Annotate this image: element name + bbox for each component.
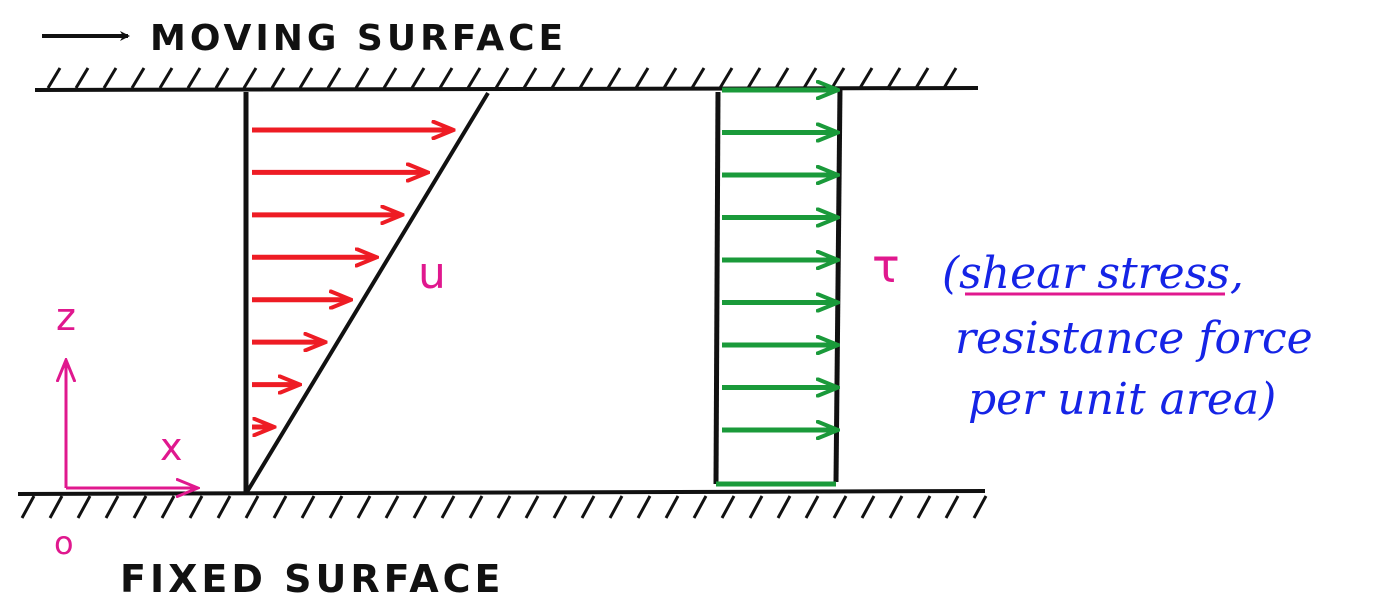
hatch-mark <box>382 67 398 89</box>
hatch-mark <box>944 495 960 519</box>
hatch-mark <box>580 495 596 519</box>
stress-note-line-3: per unit area) <box>968 374 1276 425</box>
hatch-mark <box>942 67 958 89</box>
z-axis-label: z <box>56 295 76 339</box>
hatch-mark <box>578 67 594 89</box>
velocity-profile-line <box>245 91 490 494</box>
hatch-mark <box>802 67 818 89</box>
stress-reference-line <box>713 91 721 485</box>
hatch-mark <box>132 495 148 519</box>
hatch-mark <box>300 495 316 519</box>
hatch-mark <box>270 67 286 89</box>
hatch-mark <box>914 67 930 89</box>
hatch-mark <box>748 495 764 519</box>
hatch-mark <box>244 495 260 519</box>
hatch-mark <box>468 495 484 519</box>
hatch-mark <box>496 495 512 519</box>
stress-profile-line <box>833 87 843 483</box>
hatch-mark <box>662 67 678 89</box>
hatch-mark <box>272 495 288 519</box>
hatch-mark <box>720 495 736 519</box>
hatch-mark <box>216 495 232 519</box>
hatch-mark <box>186 67 202 89</box>
hatch-mark <box>634 67 650 89</box>
hatch-mark <box>440 495 456 519</box>
hatch-mark <box>664 495 680 519</box>
hatch-mark <box>438 67 454 89</box>
hatch-mark <box>860 495 876 519</box>
hatch-mark <box>606 67 622 89</box>
hatch-mark <box>636 495 652 519</box>
hatch-mark <box>104 495 120 519</box>
fixed-surface-label: FIXED SURFACE <box>120 557 504 601</box>
hatch-mark <box>776 495 792 519</box>
hatch-mark <box>130 67 146 89</box>
moving-surface-label: MOVING SURFACE <box>150 18 567 59</box>
moving-surface-wall <box>34 67 979 92</box>
hatch-mark <box>46 67 62 89</box>
hatch-mark <box>384 495 400 519</box>
hatch-mark <box>916 495 932 519</box>
stress-note-line-2: resistance force <box>955 313 1313 364</box>
x-axis-label: x <box>160 425 183 469</box>
hatch-mark <box>830 67 846 89</box>
hatch-mark <box>886 67 902 89</box>
hatch-mark <box>690 67 706 89</box>
hatch-mark <box>74 67 90 89</box>
hatch-mark <box>354 67 370 89</box>
shear-stress-note: (shear stress, resistance force per unit… <box>942 248 1313 425</box>
hatch-mark <box>298 67 314 89</box>
fixed-surface-hatching <box>20 495 988 519</box>
velocity-arrows <box>252 130 452 427</box>
hatch-mark <box>48 495 64 519</box>
velocity-symbol: u <box>418 248 446 299</box>
hatch-mark <box>804 495 820 519</box>
hatch-mark <box>888 495 904 519</box>
shear-stress-profile: τ <box>713 87 900 487</box>
hatch-mark <box>326 67 342 89</box>
moving-surface-indicator: MOVING SURFACE <box>42 18 567 59</box>
hatch-mark <box>412 495 428 519</box>
hatch-mark <box>972 495 988 519</box>
hatch-mark <box>20 495 36 519</box>
hatch-mark <box>832 495 848 519</box>
origin-label: o <box>54 524 74 562</box>
fixed-surface-wall <box>17 489 988 519</box>
hatch-mark <box>466 67 482 89</box>
hatch-mark <box>550 67 566 89</box>
hatch-mark <box>242 67 258 89</box>
hatch-mark <box>102 67 118 89</box>
hatch-mark <box>328 495 344 519</box>
hatch-mark <box>608 495 624 519</box>
hatch-mark <box>188 495 204 519</box>
stress-symbol: τ <box>872 239 900 293</box>
moving-surface-hatching <box>46 67 958 89</box>
hatch-mark <box>76 495 92 519</box>
hatch-mark <box>214 67 230 89</box>
stress-arrows <box>722 90 836 430</box>
hatch-mark <box>692 495 708 519</box>
hatch-mark <box>494 67 510 89</box>
hatch-mark <box>158 67 174 89</box>
hatch-mark <box>746 67 762 89</box>
hatch-mark <box>356 495 372 519</box>
hatch-mark <box>858 67 874 89</box>
stress-note-line-1: (shear stress, <box>942 248 1244 299</box>
hatch-mark <box>524 495 540 519</box>
hatch-mark <box>718 67 734 89</box>
hatch-mark <box>410 67 426 89</box>
velocity-profile: u <box>243 91 490 494</box>
hatch-mark <box>522 67 538 89</box>
hatch-mark <box>552 495 568 519</box>
hatch-mark <box>160 495 176 519</box>
coordinate-axes: z x o <box>54 295 196 562</box>
hatch-mark <box>774 67 790 89</box>
